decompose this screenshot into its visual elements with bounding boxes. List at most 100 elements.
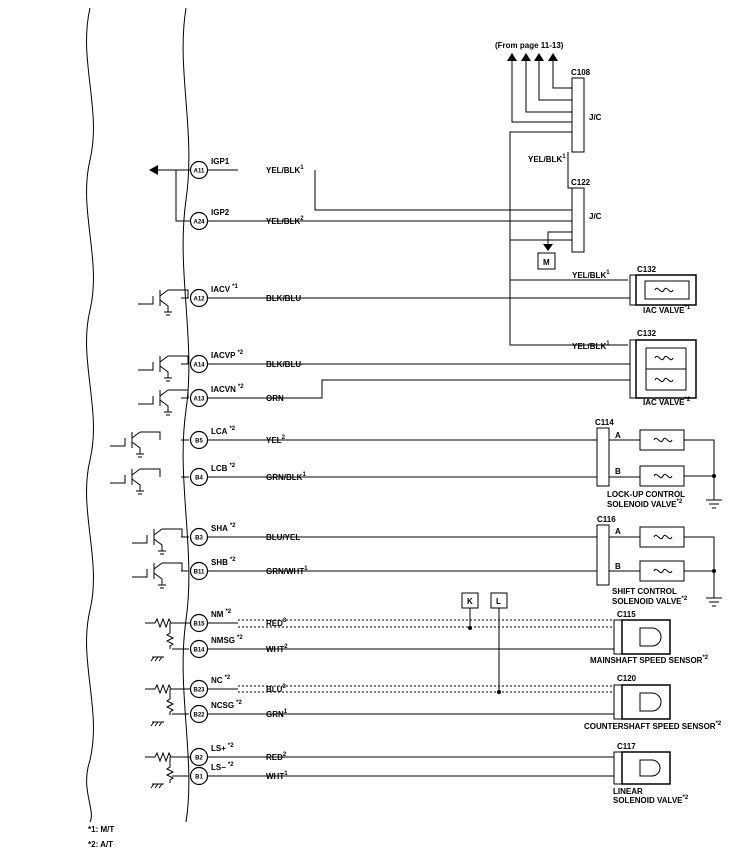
- ecu-body: [86, 7, 94, 823]
- ground-icon: [150, 648, 189, 662]
- jc-c122: [571, 187, 585, 253]
- resistor-icon: [145, 617, 190, 649]
- svg-text:A: A: [615, 527, 621, 536]
- c122-label: C122: [571, 178, 591, 187]
- c132a-label: C132: [637, 265, 657, 274]
- lockup-label-2: SOLENOID VALVE*2: [607, 499, 683, 509]
- transistor-icon: [132, 562, 183, 589]
- c117-label: C117: [617, 742, 636, 751]
- pin-id: B11: [194, 570, 205, 576]
- pin-id: B14: [193, 648, 205, 654]
- pin-id: B3: [195, 536, 203, 542]
- pin-id: A13: [193, 397, 205, 403]
- pin-label: IGP2: [211, 208, 230, 217]
- pin-label: LS−*2: [211, 762, 234, 772]
- linear-label-2: SOLENOID VALVE*2: [613, 795, 689, 805]
- from-page-label: (From page 11-13): [495, 41, 564, 50]
- pin-label: IACVN*2: [211, 384, 244, 394]
- ground-icon: [150, 775, 189, 789]
- ground-icon: [150, 713, 189, 727]
- countershaft-label: COUNTERSHAFT SPEED SENSOR*2: [584, 721, 722, 731]
- svg-text:A: A: [615, 431, 621, 440]
- jc-c108: [571, 77, 585, 153]
- pin-id: B1: [195, 775, 203, 781]
- linear-solenoid: [621, 751, 671, 785]
- shift-label-2: SOLENOID VALVE*2: [612, 596, 688, 606]
- c115-label: C115: [617, 610, 636, 619]
- iac-valve-2-label: IAC VALVE*2: [643, 397, 691, 407]
- pin-id: A11: [194, 169, 205, 175]
- lockup-label-1: LOCK-UP CONTROL: [607, 490, 685, 499]
- resistor-icon: [145, 683, 190, 715]
- lockup-coil-b: [639, 465, 685, 487]
- pin-label: IACVP*2: [211, 350, 244, 360]
- c120-label: C120: [617, 674, 637, 683]
- transistor-icon: [138, 389, 189, 416]
- transistor-icon: [110, 468, 161, 495]
- pin-label: IGP1: [211, 157, 230, 166]
- ecu-body-right: [182, 7, 190, 823]
- svg-text:B: B: [615, 467, 621, 476]
- pin-id: B4: [195, 476, 203, 482]
- pin-id: A12: [193, 297, 205, 303]
- c114-label: C114: [595, 418, 614, 427]
- pin-id: B23: [193, 688, 205, 694]
- shift-coil-b: [639, 560, 685, 582]
- iac1-wire: YEL/BLK1: [572, 270, 610, 280]
- wire-label: RED3: [266, 618, 287, 628]
- shift-coil-a: [639, 526, 685, 548]
- pin-label: NM*2: [211, 609, 232, 619]
- transistor-icon: [138, 289, 189, 316]
- ground-m-box: [537, 252, 556, 270]
- c132b-label: C132: [637, 329, 657, 338]
- footnote-2: *2: A/T: [88, 840, 113, 849]
- pin-label: LCA*2: [211, 426, 236, 436]
- driver-symbols: [110, 289, 190, 789]
- pin-id: B2: [195, 756, 203, 762]
- pin-label: NCSG*2: [211, 700, 242, 710]
- svg-text:K: K: [467, 597, 473, 606]
- resistor-icon: [145, 751, 190, 783]
- pin-id: A14: [193, 363, 205, 369]
- iac-valve-1-label: IAC VALVE*1: [643, 305, 691, 315]
- mainshaft-sensor: [621, 619, 671, 655]
- jc-label-1: J/C: [589, 113, 602, 122]
- pin-label: SHA*2: [211, 523, 236, 533]
- c116-label: C116: [597, 515, 616, 524]
- pin-label: LS+*2: [211, 743, 234, 753]
- pin-id: B15: [193, 622, 205, 628]
- c108-label: C108: [571, 68, 591, 77]
- countershaft-sensor: [621, 684, 671, 720]
- transistor-icon: [132, 528, 183, 555]
- pin-id: A24: [193, 220, 205, 226]
- pin-label: SHB*2: [211, 557, 236, 567]
- linear-label-1: LINEAR: [613, 787, 643, 796]
- jc-wire-1: YEL/BLK1: [528, 154, 566, 164]
- transistor-icon: [110, 431, 161, 458]
- wire-label: BLU3: [266, 684, 286, 694]
- pin-id: B22: [193, 713, 205, 719]
- transistor-icon: [138, 355, 189, 382]
- jc-label-2: J/C: [589, 212, 602, 221]
- shift-label-1: SHIFT CONTROL: [612, 587, 677, 596]
- m-label: M: [543, 258, 550, 267]
- pin-id: B5: [195, 439, 203, 445]
- iac-valve-1: [635, 274, 697, 306]
- svg-text:L: L: [496, 597, 501, 606]
- pin-label: NC*2: [211, 675, 231, 685]
- arrow-up-icons: [507, 53, 558, 61]
